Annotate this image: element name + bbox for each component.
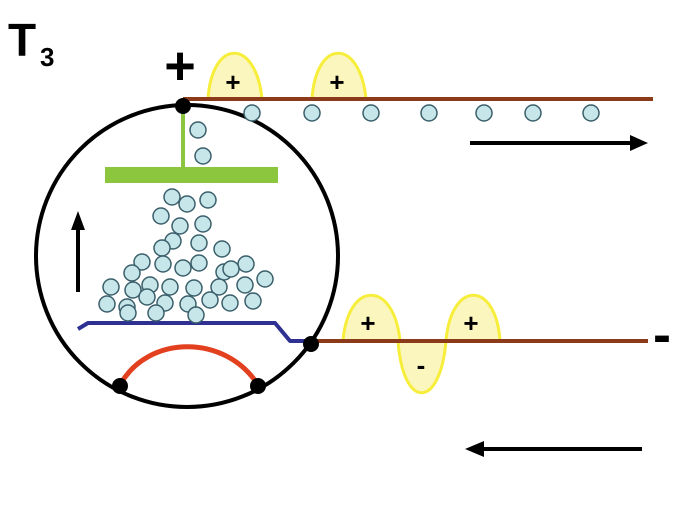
electron-particle [524,104,542,122]
electron-particle [303,104,321,122]
electron-particle [221,294,239,312]
electron-particle [210,278,228,296]
electron-particle [119,304,137,322]
electron-particle [161,278,179,296]
electron-particle [152,207,170,225]
electron-particle [102,278,120,296]
electron-particle [362,104,380,122]
electron-particle [138,288,156,306]
electron-particle [153,239,171,257]
electron-particle [185,279,203,297]
heater-right-node [250,378,266,394]
bottom-wave-lobe-3 [444,294,502,343]
electron-particle [178,195,196,213]
electron-particle [243,104,261,122]
electron-particle [201,291,219,309]
electron-particle [174,259,192,277]
electron-particle [199,191,217,209]
negative-terminal-sign: - [653,305,671,365]
top-wave-lobe-1 [206,52,264,101]
vacuum-tube-circle [34,103,340,409]
electron-particle [123,264,141,282]
electron-particle [190,254,208,272]
electron-particle [98,295,116,313]
electron-particle [237,255,255,273]
electron-particles [98,104,600,324]
electron-particle [236,276,254,294]
electron-particle [222,260,240,278]
anode-plate [105,167,278,183]
electron-particle [194,215,212,233]
electron-particle [154,255,172,273]
bottom-wave-lobe-2 [396,339,448,395]
electron-particle [244,292,262,310]
electron-particle [133,253,151,271]
bottom-wave-lobe-1 [341,294,402,343]
electron-particle [189,121,207,139]
positive-terminal-sign: + [164,36,196,96]
electron-particle [147,304,165,322]
top-lobe-2-sign: + [329,67,344,97]
electron-particle [420,104,438,122]
bottom-lobe-1-sign: + [360,308,375,338]
electron-particle [124,281,142,299]
top-lobe-1-sign: + [225,67,240,97]
bottom-lobe-3-sign: + [463,308,478,338]
rightward-current-arrow [470,135,648,151]
cathode-plate [76,321,311,343]
electron-particle [213,240,231,258]
electron-particle [190,234,208,252]
electron-flow-up-arrow [71,211,85,292]
heater-left-node [112,378,128,394]
diagram-title-subscript: 3 [40,42,54,72]
electron-particle [171,217,189,235]
diagram-title-letter: T [8,14,36,66]
electron-particle [163,188,181,206]
bottom-lobe-2-sign: - [417,350,426,380]
leftward-current-arrow [465,441,642,457]
top-junction-node [175,98,191,114]
electron-particle [582,104,600,122]
electron-particle [475,104,493,122]
heater-filament [117,344,261,387]
bottom-junction-node [303,336,319,352]
electron-particle [194,147,212,165]
electron-particle [256,270,274,288]
electron-particle [187,306,205,324]
top-wave-lobe-2 [310,52,368,101]
